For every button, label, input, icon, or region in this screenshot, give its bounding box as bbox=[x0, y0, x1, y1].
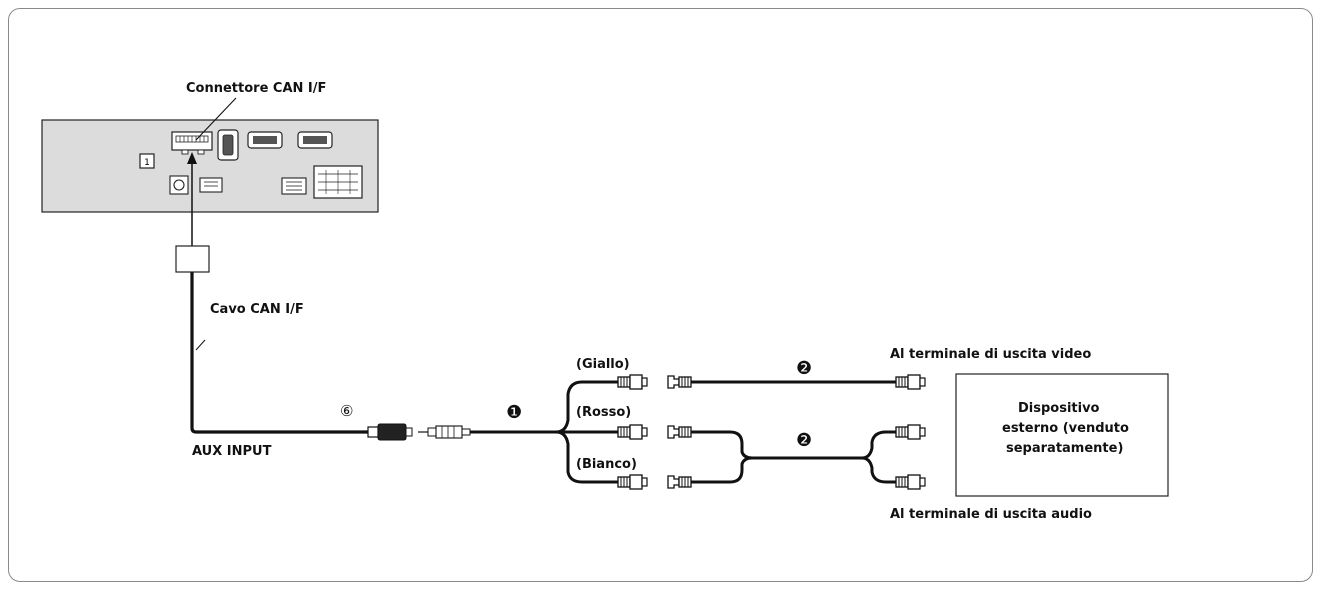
external-device-box bbox=[955, 373, 1169, 497]
arrow-up bbox=[187, 152, 197, 164]
rca-plug-device-audio-1 bbox=[895, 424, 926, 440]
marker-circled-6: ⑥ bbox=[340, 402, 353, 420]
rca-plug-device-video bbox=[895, 374, 926, 390]
label-red: (Rosso) bbox=[576, 405, 631, 420]
label-device-line-3: separatamente) bbox=[1006, 441, 1123, 456]
marker-num-2-video: ❷ bbox=[796, 358, 812, 379]
label-device-line-1: Dispositivo bbox=[1018, 401, 1100, 416]
leader-can-connector bbox=[195, 97, 237, 141]
label-can-cable: Cavo CAN I/F bbox=[210, 302, 304, 317]
label-device-line-2: esterno (venduto bbox=[1002, 421, 1129, 436]
mini-plug bbox=[418, 425, 471, 439]
marker-num-2-audio: ❷ bbox=[796, 430, 812, 451]
label-yellow: (Giallo) bbox=[576, 357, 630, 372]
unit-port-1 bbox=[139, 153, 155, 169]
branch-white bbox=[555, 430, 618, 484]
rca-jack-red bbox=[667, 425, 692, 439]
aux-jack bbox=[367, 423, 413, 441]
can-if-cable bbox=[190, 272, 370, 434]
rca-jack-white bbox=[667, 475, 692, 489]
rca-plug-device-audio-2 bbox=[895, 474, 926, 490]
audio-branch-upper bbox=[861, 430, 896, 460]
diagram-frame bbox=[8, 8, 1313, 582]
label-white: (Bianco) bbox=[576, 457, 637, 472]
audio-branch-lower bbox=[861, 456, 896, 484]
audio-cable-red bbox=[691, 430, 753, 460]
leader-can-cable bbox=[195, 339, 206, 351]
rca-plug-red bbox=[617, 424, 648, 440]
can-connector-port bbox=[171, 131, 213, 155]
audio-cable-white bbox=[691, 456, 753, 484]
marker-num-1: ❶ bbox=[506, 402, 522, 423]
head-unit: 1 bbox=[41, 119, 379, 213]
label-can-connector: Connettore CAN I/F bbox=[186, 81, 326, 96]
label-aux-input: AUX INPUT bbox=[192, 444, 272, 459]
label-audio-out: Al terminale di uscita audio bbox=[890, 507, 1092, 522]
round-port bbox=[173, 179, 185, 191]
rca-plug-white bbox=[617, 474, 648, 490]
unit-port-1-label: 1 bbox=[144, 158, 150, 168]
rca-plug-yellow bbox=[617, 374, 648, 390]
rca-jack-video bbox=[667, 375, 692, 389]
label-video-out: Al terminale di uscita video bbox=[890, 347, 1091, 362]
can-if-box bbox=[175, 245, 210, 273]
